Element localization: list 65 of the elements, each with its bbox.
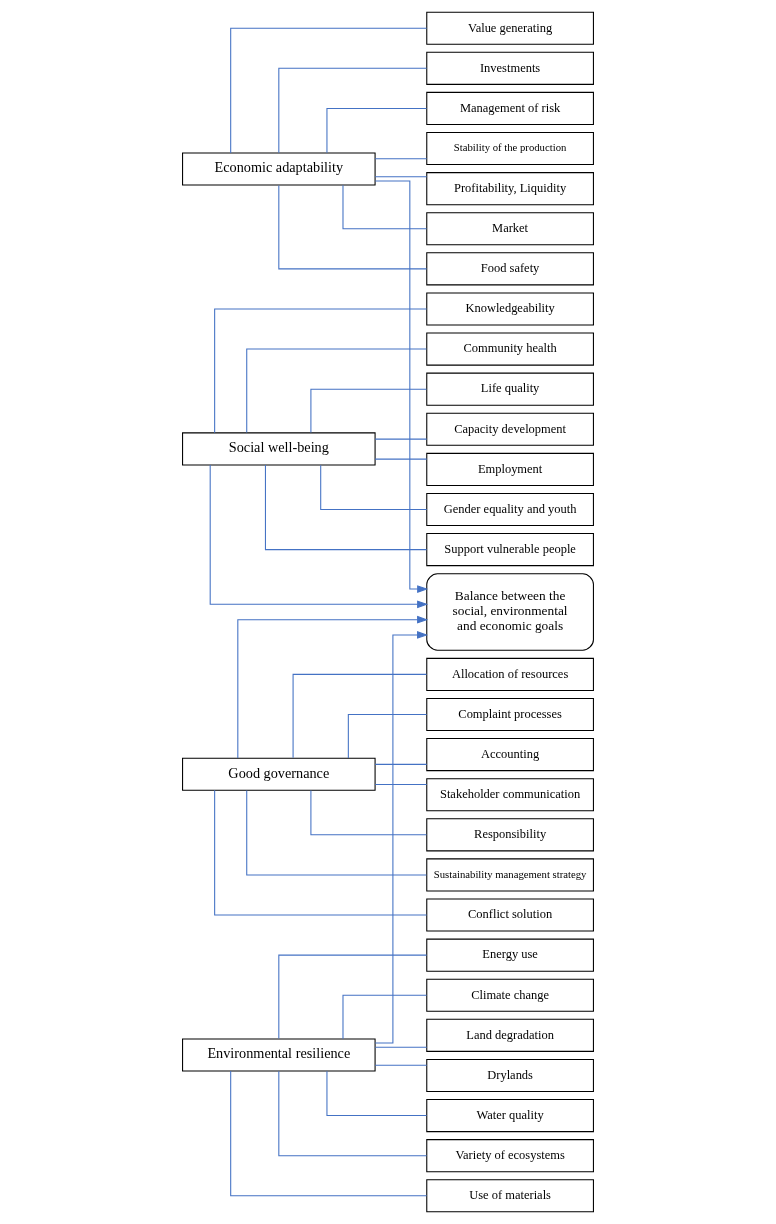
- connector: [374, 438, 428, 440]
- arrow: [209, 464, 429, 609]
- node-box: Complaint processes: [426, 697, 594, 732]
- node-box: Community health: [426, 332, 594, 366]
- connector: [374, 1046, 428, 1048]
- node-box: Conflict solution: [426, 898, 594, 932]
- node-box: Market: [426, 212, 594, 246]
- node-box: Food safety: [426, 252, 594, 286]
- node-box: Responsibility: [426, 818, 594, 852]
- connector: [374, 783, 428, 785]
- node-box: Use of materials: [426, 1179, 594, 1213]
- node-box: Land degradation: [426, 1018, 594, 1052]
- node-box: Stability of the production: [426, 131, 594, 166]
- connector: [246, 789, 427, 876]
- node-box: Social well-being: [182, 432, 376, 466]
- connector: [278, 67, 428, 154]
- node-box: Sustainability management strategy: [426, 858, 594, 892]
- connector: [374, 158, 428, 160]
- connector: [278, 1070, 428, 1157]
- connector: [310, 388, 428, 434]
- connector: [342, 184, 428, 230]
- connector: [320, 464, 428, 511]
- arrow: [237, 615, 429, 759]
- connector: [374, 176, 428, 178]
- node-box: Gender equality and youth: [426, 492, 594, 527]
- node-box: Economic adaptability: [182, 152, 376, 186]
- node-box: Variety of ecosystems: [426, 1139, 594, 1173]
- node-box: Investments: [426, 51, 594, 85]
- arrow: [374, 631, 429, 1044]
- node-box: Energy use: [426, 938, 594, 972]
- connector: [230, 27, 428, 154]
- node-box: Management of risk: [426, 91, 594, 125]
- connector: [246, 348, 427, 433]
- connector: [310, 789, 428, 836]
- node-box: Knowledgeability: [426, 292, 594, 326]
- connector: [230, 1070, 428, 1197]
- node-box: Stakeholder communication: [426, 778, 594, 812]
- node-box: Support vulnerable people: [426, 533, 594, 567]
- connector: [347, 713, 428, 759]
- connector: [214, 308, 428, 434]
- connector: [292, 673, 428, 759]
- node-box: Employment: [426, 452, 594, 486]
- connector: [374, 763, 428, 765]
- node-box: Capacity development: [426, 412, 594, 446]
- node-box: Profitability, Liquidity: [426, 172, 594, 206]
- node-box: Climate change: [426, 978, 594, 1012]
- node-box: Water quality: [426, 1099, 594, 1133]
- connector: [342, 994, 428, 1040]
- connector: [278, 954, 428, 1039]
- connector: [374, 458, 428, 460]
- connector: [374, 1064, 428, 1066]
- node-box: Drylands: [426, 1058, 594, 1093]
- connector: [264, 464, 428, 551]
- connector: [326, 1070, 428, 1117]
- node-box: Accounting: [426, 738, 594, 772]
- node-box: Life quality: [426, 372, 594, 406]
- connector: [326, 107, 428, 154]
- node-box: Allocation of resources: [426, 657, 594, 691]
- arrow: [374, 180, 429, 593]
- node-box: Environmental resilience: [182, 1038, 376, 1072]
- connector: [278, 185, 428, 270]
- node-box: Good governance: [182, 757, 376, 791]
- connector: [214, 789, 428, 916]
- node-box: Value generating: [426, 11, 594, 45]
- node-box: Balance between the social, environmental and economic goals: [426, 573, 594, 651]
